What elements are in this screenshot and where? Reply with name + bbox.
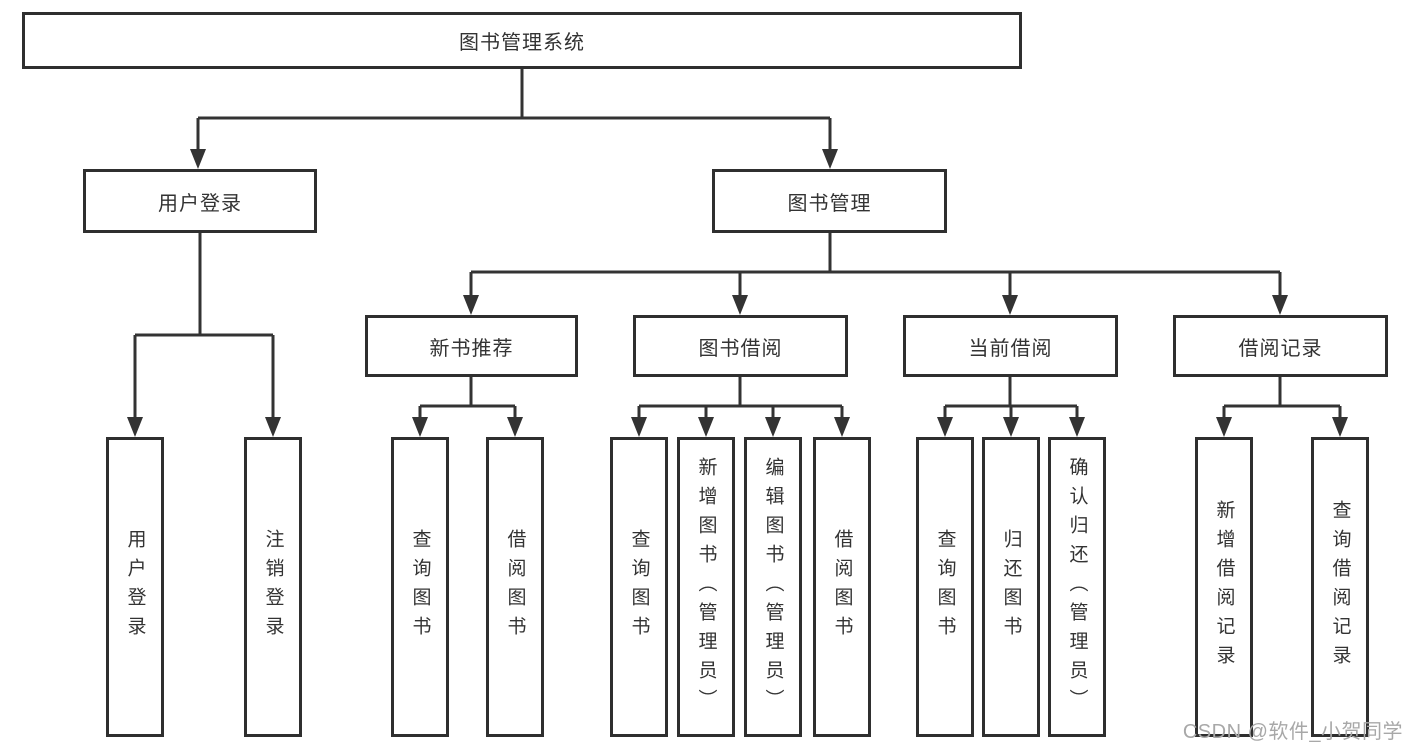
leaf-cb-confirm-return: 确认归还（管理员） <box>1048 437 1106 737</box>
connector-borrow-record-children <box>1216 377 1348 437</box>
leaf-cb-return-book: 归还图书 <box>982 437 1040 737</box>
node-book-borrow: 图书借阅 <box>633 315 848 377</box>
leaf-user-login: 用户登录 <box>106 437 164 737</box>
connector-current-borrow-children <box>937 377 1085 437</box>
node-current-borrow: 当前借阅 <box>903 315 1118 377</box>
node-new-book-rec: 新书推荐 <box>365 315 578 377</box>
connector-user-login-children <box>127 233 281 437</box>
node-book-mgmt: 图书管理 <box>712 169 947 233</box>
leaf-br-add-record: 新增借阅记录 <box>1195 437 1253 737</box>
leaf-logout: 注销登录 <box>244 437 302 737</box>
leaf-nbr-query-book: 查询图书 <box>391 437 449 737</box>
node-borrow-record: 借阅记录 <box>1173 315 1388 377</box>
connector-root-to-level2 <box>190 69 838 169</box>
leaf-bb-edit-book: 编辑图书（管理员） <box>744 437 802 737</box>
node-user-login: 用户登录 <box>83 169 317 233</box>
leaf-bb-add-book: 新增图书（管理员） <box>677 437 735 737</box>
leaf-bb-query-book: 查询图书 <box>610 437 668 737</box>
leaf-bb-borrow-book: 借阅图书 <box>813 437 871 737</box>
connector-new-book-rec-children <box>412 377 523 437</box>
node-root: 图书管理系统 <box>22 12 1022 69</box>
leaf-br-query-record: 查询借阅记录 <box>1311 437 1369 737</box>
leaf-cb-query-book: 查询图书 <box>916 437 974 737</box>
csdn-watermark: CSDN @软件_小贺同学 <box>1182 721 1403 743</box>
leaf-nbr-borrow-book: 借阅图书 <box>486 437 544 737</box>
connector-book-borrow-children <box>631 377 850 437</box>
connector-book-mgmt-to-level3 <box>463 233 1288 315</box>
